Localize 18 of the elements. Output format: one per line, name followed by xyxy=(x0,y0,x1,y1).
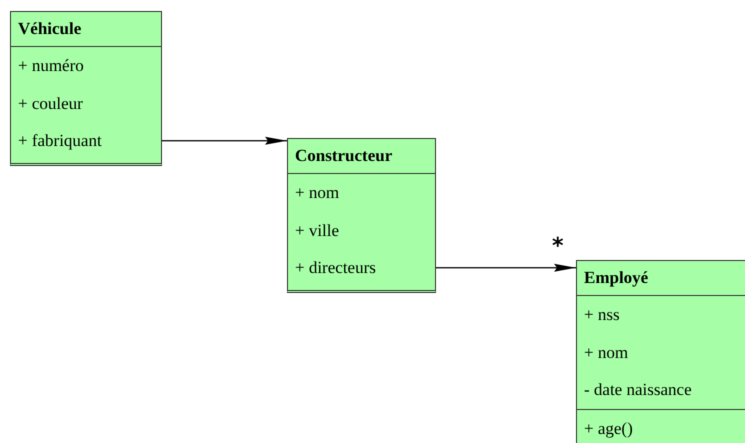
class-box xyxy=(287,138,436,292)
class-box xyxy=(576,260,745,443)
class-member: + age() xyxy=(577,408,745,443)
class-member: + directeurs xyxy=(288,249,435,286)
class-name: Véhicule xyxy=(11,12,161,47)
class-member: + nss xyxy=(577,296,745,334)
class-member: + fabriquant xyxy=(11,122,161,160)
arrow xyxy=(435,264,576,272)
class-member: + numéro xyxy=(11,47,161,84)
class-name: Constructeur xyxy=(288,139,435,174)
arrow xyxy=(161,136,287,145)
class-member: + nom xyxy=(288,174,435,212)
class-member: + nom xyxy=(577,334,745,371)
class-box xyxy=(10,11,162,166)
class-member: + couleur xyxy=(11,84,161,122)
class-member: + ville xyxy=(288,212,435,249)
class-name: Employé xyxy=(577,261,745,296)
class-member: - date naissance xyxy=(577,371,745,408)
